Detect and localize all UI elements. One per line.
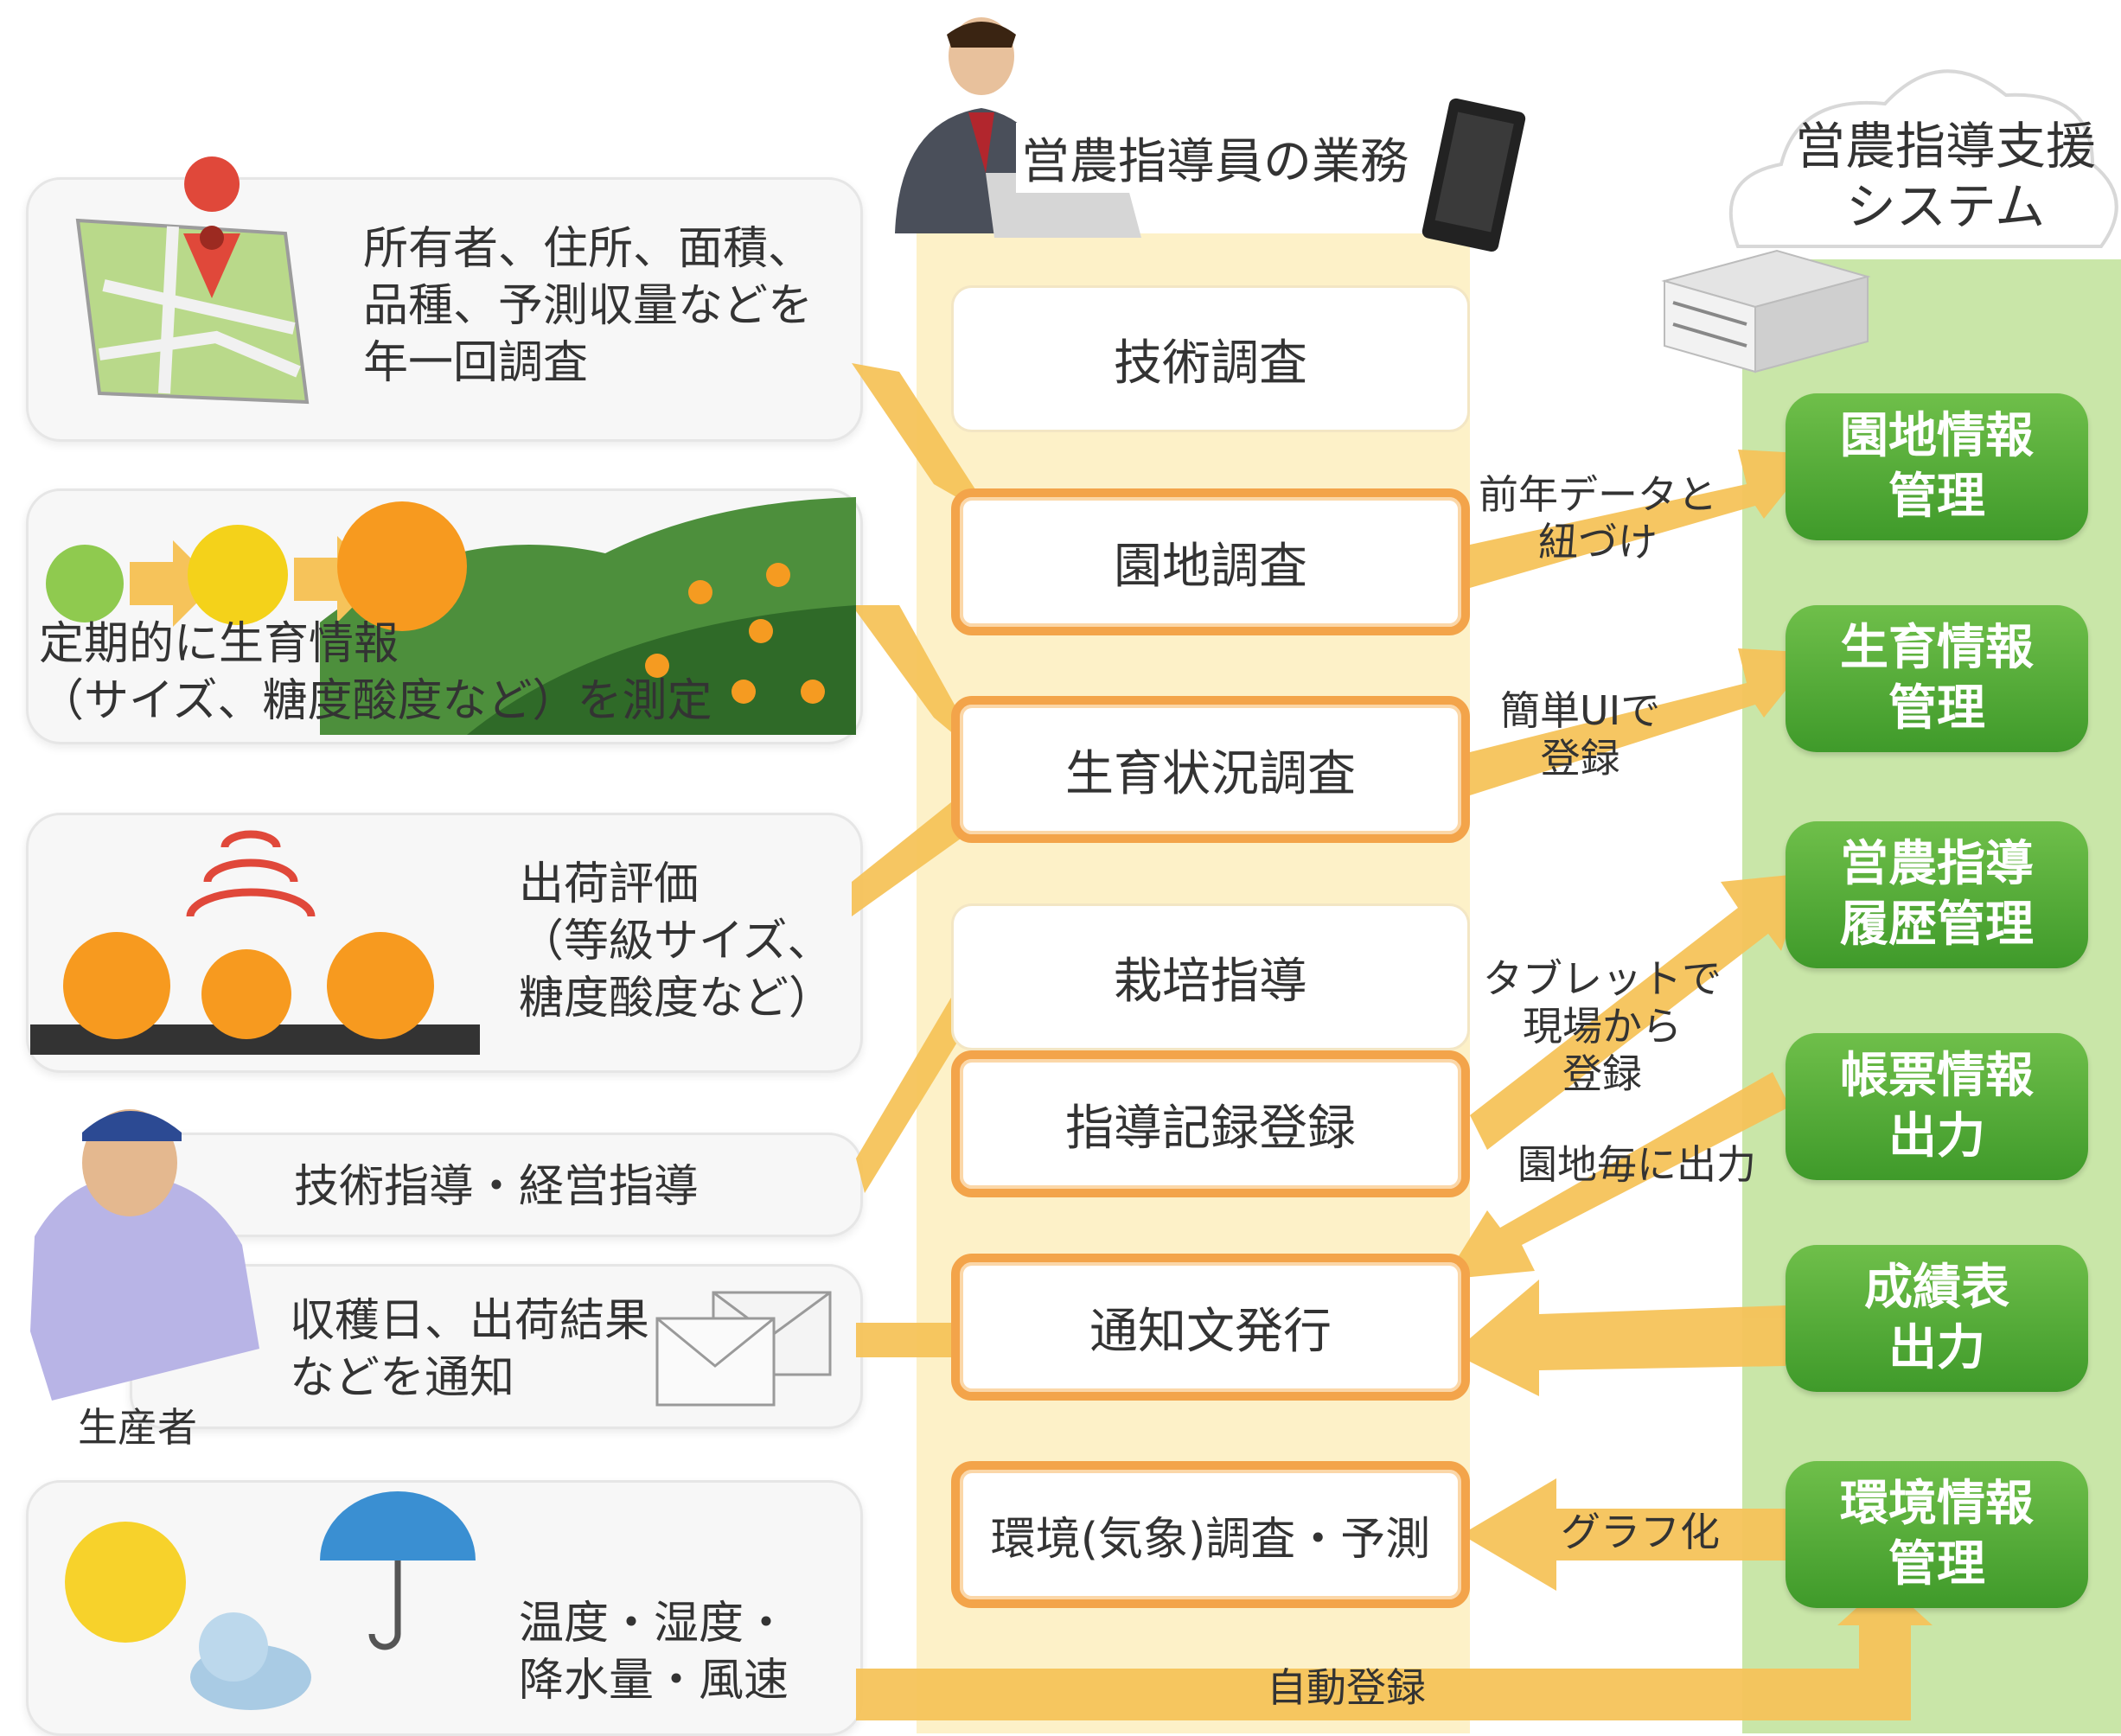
system-cloud-title: 営農指導支援 システム bbox=[1781, 117, 2110, 237]
system-guidance-history: 営農指導 履歴管理 bbox=[1786, 821, 2088, 968]
system-line: 環境情報 bbox=[1840, 1476, 2034, 1532]
card1-line: 年一回調査 bbox=[363, 337, 589, 390]
card3-line: 糖度酸度など） bbox=[519, 973, 834, 1025]
conveyor-oranges-icon bbox=[30, 830, 480, 1055]
arrow-label-line: グラフ化 bbox=[1561, 1509, 1720, 1555]
system-grade-output: 成績表 出力 bbox=[1786, 1245, 2088, 1392]
system-line: 出力 bbox=[1888, 1320, 1985, 1376]
producer-label: 生産者 bbox=[78, 1404, 197, 1451]
card1-line: 品種、予測収量などを bbox=[363, 280, 814, 333]
system-report-output: 帳票情報 出力 bbox=[1786, 1033, 2088, 1180]
envelope-icon bbox=[655, 1291, 832, 1407]
arrow-card1-to-field-survey bbox=[852, 363, 994, 519]
smartphone-icon bbox=[1421, 98, 1526, 252]
card3-line: （等級サイズ、 bbox=[519, 916, 833, 968]
system-growth-info: 生育情報 管理 bbox=[1786, 605, 2088, 752]
arrow-field-to-system bbox=[1470, 450, 1816, 588]
map-icon bbox=[75, 156, 310, 405]
system-line: 履歴管理 bbox=[1840, 897, 2034, 953]
system-line: 営農指導 bbox=[1840, 836, 2034, 892]
label-output-per-field: 園地毎に出力 bbox=[1517, 1141, 1756, 1189]
system-line: 成績表 bbox=[1864, 1260, 2009, 1316]
system-field-info: 園地情報 管理 bbox=[1786, 393, 2088, 540]
arrow-label-line: 登録 bbox=[1540, 735, 1620, 782]
server-icon bbox=[1661, 249, 1871, 373]
arrow-env-graph bbox=[1461, 1478, 1786, 1591]
arrow-growth-to-system bbox=[1470, 648, 1816, 795]
task-cultivation-guidance: 栽培指導 bbox=[951, 903, 1470, 1050]
arrow-label-line: 登録 bbox=[1562, 1050, 1642, 1098]
card-guidance bbox=[130, 1133, 863, 1237]
system-line: 出力 bbox=[1888, 1108, 1985, 1165]
task-technical-survey: 技術調査 bbox=[951, 285, 1470, 432]
label-auto-register: 自動登録 bbox=[1267, 1664, 1426, 1712]
card3-line: 出荷評価 bbox=[519, 858, 700, 910]
card3-text: 出荷評価 （等級サイズ、 糖度酸度など） bbox=[519, 856, 834, 1027]
card6-line: 温度・湿度・ bbox=[519, 1598, 789, 1650]
label-link-previous-data: 前年データと 紐づけ bbox=[1479, 471, 1717, 566]
label-tablet-register: タブレットで 現場から 登録 bbox=[1483, 955, 1722, 1099]
system-line: 管理 bbox=[1888, 469, 1985, 525]
arrow-card3-to-growth bbox=[852, 795, 973, 916]
cloud-title-line2: システム bbox=[1845, 176, 2046, 236]
arrow-card4-to-cultivation bbox=[856, 968, 981, 1193]
arrow-label-line: 紐づけ bbox=[1538, 519, 1658, 566]
arrow-label-line: タブレットで bbox=[1483, 955, 1722, 1002]
card5-text: 収穫日、出荷結果 などを通知 bbox=[290, 1292, 649, 1407]
fruit-growth-icon bbox=[46, 501, 467, 631]
arrow-label-line: 園地毎に出力 bbox=[1517, 1141, 1756, 1188]
card1-line: 所有者、住所、面積、 bbox=[363, 223, 814, 275]
arrow-record-to-history bbox=[1470, 873, 1807, 1150]
card4-text: 技術指導・経営指導 bbox=[294, 1158, 699, 1216]
arrow-label-line: 現場から bbox=[1523, 1003, 1682, 1050]
system-line: 生育情報 bbox=[1840, 620, 2034, 676]
system-line: 管理 bbox=[1888, 680, 1985, 737]
card2-text: 定期的に生育情報 （サイズ、糖度酸度など）を測定 bbox=[39, 616, 712, 730]
card5-line: 収穫日、出荷結果 bbox=[290, 1295, 650, 1347]
card4-line: 技術指導・経営指導 bbox=[294, 1161, 700, 1213]
card2-line: （サイズ、糖度酸度など）を測定 bbox=[39, 675, 712, 728]
arrow-weather-auto-register bbox=[856, 1582, 1933, 1720]
task-guidance-record: 指導記録登録 bbox=[951, 1050, 1470, 1197]
task-notice-issue: 通知文発行 bbox=[951, 1254, 1470, 1401]
system-line: 帳票情報 bbox=[1840, 1048, 2034, 1104]
system-environment-info: 環境情報 管理 bbox=[1786, 1461, 2088, 1608]
system-line: 管理 bbox=[1888, 1536, 1985, 1592]
card1-text: 所有者、住所、面積、 品種、予測収量などを 年一回調査 bbox=[363, 220, 813, 392]
cloud-title-line1: 営農指導支援 bbox=[1794, 117, 2096, 176]
label-graphing: グラフ化 bbox=[1561, 1509, 1720, 1556]
task-field-survey: 園地調査 bbox=[951, 488, 1470, 635]
task-environment-survey: 環境(気象)調査・予測 bbox=[951, 1461, 1470, 1608]
task-growth-survey: 生育状況調査 bbox=[951, 696, 1470, 843]
cloud-icon bbox=[1728, 69, 2118, 248]
system-line: 園地情報 bbox=[1840, 408, 2034, 464]
card2-line: 定期的に生育情報 bbox=[39, 618, 399, 670]
card6-line: 降水量・風速 bbox=[519, 1655, 789, 1707]
producer-figure bbox=[30, 1109, 259, 1401]
arrow-report-to-notice bbox=[1444, 1072, 1790, 1280]
card5-line: などを通知 bbox=[290, 1352, 515, 1405]
label-easy-ui-register: 簡単UIで 登録 bbox=[1500, 687, 1660, 782]
arrow-label-line: 自動登録 bbox=[1267, 1664, 1426, 1711]
card6-text: 温度・湿度・ 降水量・風速 bbox=[519, 1595, 789, 1709]
arrow-label-line: 簡単UIで bbox=[1500, 687, 1661, 734]
weather-icons bbox=[65, 1491, 476, 1710]
arrow-label-line: 前年データと bbox=[1479, 471, 1717, 518]
arrow-grade-to-notice bbox=[1453, 1280, 1786, 1396]
staff-work-title: 営農指導員の業務 bbox=[1016, 123, 1414, 193]
